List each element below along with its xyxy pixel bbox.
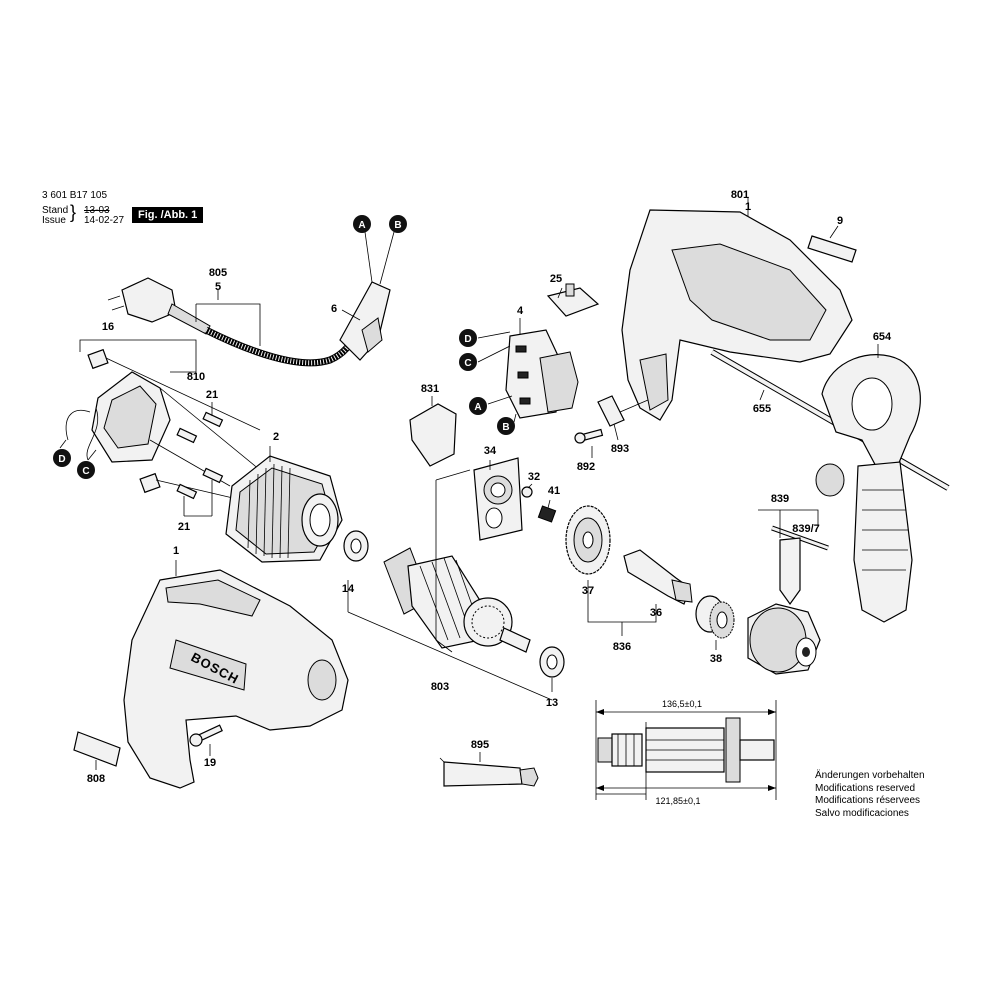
switch-button-25: [546, 283, 600, 317]
bearing-38: [695, 595, 735, 639]
label-831: 831: [421, 383, 439, 395]
gear-37: [565, 505, 611, 575]
figure-label: Fig. /Abb. 1: [132, 207, 204, 223]
stand-date: 13-03: [84, 205, 110, 216]
housing-801: [621, 209, 853, 421]
screw-19: [189, 724, 223, 747]
modification-notes: Änderungen vorbehalten Modifications res…: [815, 770, 925, 820]
marker-a-switch: A: [474, 402, 481, 413]
chuck-key: [771, 525, 829, 606]
screws-21: [176, 411, 224, 500]
note-de: Änderungen vorbehalten: [815, 770, 925, 781]
chuck: [747, 603, 821, 675]
label-6: 6: [331, 303, 337, 315]
brush-holder: [65, 339, 197, 494]
label-808: 808: [87, 773, 105, 785]
issue-date: 14-02-27: [84, 215, 125, 226]
label-16: 16: [102, 321, 114, 333]
marker-b-switch: B: [502, 422, 509, 433]
nameplate-9: [807, 235, 857, 263]
depth-rod-655: [710, 349, 950, 491]
label-38: 38: [710, 653, 722, 665]
electronic-module-34: [435, 457, 523, 653]
label-803: 803: [431, 681, 449, 693]
label-25: 25: [550, 273, 562, 285]
label-839-7: 839/7: [792, 523, 820, 535]
field-stator: [225, 455, 343, 563]
label-654: 654: [873, 331, 892, 343]
housing-1: BOSCH: [123, 569, 349, 789]
label-805: 805: [209, 267, 227, 279]
label-32: 32: [528, 471, 540, 483]
marker-b-cord: B: [394, 220, 401, 231]
label-1: 1: [173, 545, 179, 557]
label-9: 9: [837, 215, 843, 227]
note-fr: Modifications réservees: [815, 795, 921, 806]
armature: [383, 547, 531, 653]
power-cord: [107, 277, 362, 367]
label-1-top: 1: [745, 201, 751, 213]
label-36: 36: [650, 607, 662, 619]
switch-lever-893: [597, 395, 649, 427]
label-41: 41: [548, 485, 560, 497]
marker-c-switch: C: [464, 358, 471, 369]
label-892: 892: [577, 461, 595, 473]
brace-glyph: }: [70, 202, 77, 222]
part-number: 3 601 B17 105: [42, 190, 108, 201]
note-es: Salvo modificaciones: [815, 807, 909, 819]
small-parts-32-41: [521, 486, 557, 523]
label-2: 2: [273, 431, 279, 443]
label-14: 14: [342, 583, 355, 595]
auxiliary-handle-654: [815, 354, 921, 623]
label-34: 34: [484, 445, 497, 457]
label-893: 893: [611, 443, 629, 455]
switch: [505, 329, 579, 419]
part-labels: 805 5 6 16 810 21 21 2 14 803 13 4 25 83…: [87, 189, 892, 785]
note-en: Modifications reserved: [815, 782, 916, 794]
label-895: 895: [471, 739, 489, 751]
label-801: 801: [731, 189, 749, 201]
marker-c-brush: C: [82, 466, 89, 477]
bearing-14: [343, 530, 369, 562]
cover-831: [409, 403, 457, 467]
label-21-bottom: 21: [178, 521, 190, 533]
label-836: 836: [613, 641, 631, 653]
dimension-overall: 136,5±0,1: [662, 699, 702, 709]
grease-tube-895: [439, 757, 539, 787]
spindle-36: [623, 549, 693, 605]
stand-label: Stand: [42, 205, 69, 216]
connector-markers: A B D C A B D C: [53, 215, 515, 479]
label-5: 5: [215, 281, 221, 293]
label-4: 4: [517, 305, 524, 317]
label-21-top: 21: [206, 389, 218, 401]
dimension-drawing: [595, 700, 777, 800]
marker-d-switch: D: [464, 334, 471, 345]
label-19: 19: [204, 757, 216, 769]
label-13: 13: [546, 697, 558, 709]
label-37: 37: [582, 585, 594, 597]
issue-label: Issue: [42, 215, 66, 226]
marker-d-brush: D: [58, 454, 65, 465]
marker-a-cord: A: [358, 220, 365, 231]
bearing-13: [539, 646, 565, 678]
label-839: 839: [771, 493, 789, 505]
dimension-core: 121,85±0,1: [656, 796, 701, 806]
nameplate-808: [73, 731, 121, 767]
leader-lines: [59, 198, 879, 770]
label-810: 810: [187, 371, 205, 383]
screw-892: [574, 428, 604, 444]
label-655: 655: [753, 403, 771, 415]
strain-relief: [339, 231, 395, 361]
